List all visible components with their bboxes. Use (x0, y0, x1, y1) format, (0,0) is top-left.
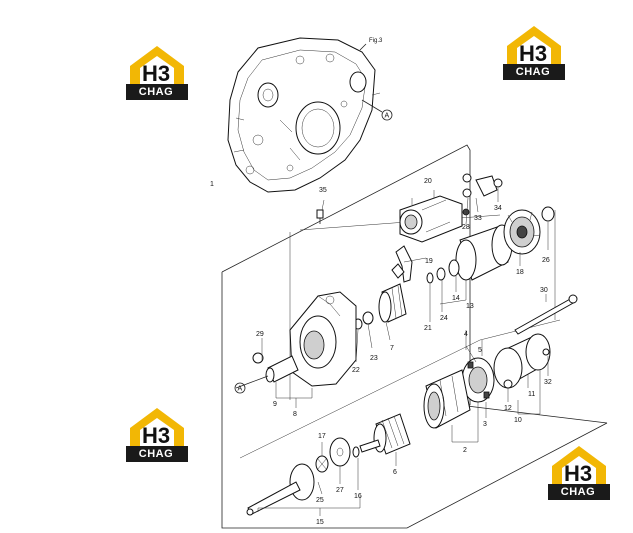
ring-23 (362, 311, 374, 325)
callout-17: 17 (318, 433, 326, 440)
arrow-marker-circle-bottom (234, 382, 246, 394)
gear-assembly-18 (503, 209, 541, 255)
callout-23: 23 (370, 355, 378, 362)
nut-29 (252, 352, 264, 364)
washer-26 (541, 206, 555, 222)
callout-33: 33 (474, 215, 482, 222)
callout-9: 9 (273, 401, 277, 408)
flange-25 (289, 463, 315, 501)
washer-12 (503, 379, 513, 389)
callout-18: 18 (516, 269, 524, 276)
ring-14 (448, 259, 460, 277)
clip-21 (426, 272, 434, 284)
frame-lower (221, 272, 608, 529)
brand-logo-top-right: H3 CHAG (501, 24, 567, 82)
brand-logo-chag: CHAG (515, 66, 551, 78)
callout-25: 25 (316, 497, 324, 504)
callout-20: 20 (424, 178, 432, 185)
rear-cover-11 (493, 333, 551, 389)
pinion-7 (378, 283, 407, 323)
washer-24 (436, 267, 446, 281)
brand-logo-h3: H3 (563, 461, 593, 486)
callout-30: 30 (540, 287, 548, 294)
callout-5: 5 (478, 347, 482, 354)
washer-27 (329, 437, 351, 467)
callout-16: 16 (354, 493, 362, 500)
callout-21: 21 (424, 325, 432, 332)
callout-14: 14 (452, 295, 460, 302)
nut-34 (493, 178, 503, 188)
callout-24: 24 (440, 315, 448, 322)
brand-logo-bottom-right: H3 CHAG (546, 444, 612, 502)
brand-logo-bottom-left: H3 CHAG (124, 406, 190, 464)
lever-19 (395, 245, 413, 283)
callout-11: 11 (528, 391, 535, 398)
brand-logo-h3: H3 (141, 423, 171, 448)
brand-logo-chag: CHAG (560, 486, 596, 498)
callout-3: 3 (483, 421, 487, 428)
armature-6 (359, 413, 411, 455)
callout-8: 8 (293, 411, 297, 418)
screw-32 (542, 348, 550, 356)
callout-26: 26 (542, 257, 550, 264)
callout-34: 34 (494, 205, 502, 212)
brand-logo-h3: H3 (141, 61, 171, 86)
bracket-33 (475, 175, 498, 197)
callout-32: 32 (544, 379, 552, 386)
brand-logo-top-left: H3 CHAG (124, 44, 190, 102)
arrow-marker-circle-top (381, 109, 393, 121)
brand-logo-chag: CHAG (138, 448, 174, 460)
clip-16 (352, 446, 360, 458)
flywheel-housing (227, 37, 381, 193)
yoke (455, 224, 513, 281)
brand-logo-chag: CHAG (138, 86, 174, 98)
brand-logo-h3: H3 (518, 41, 548, 66)
shaft-15 (247, 481, 301, 515)
washer-28 (462, 188, 472, 198)
callout-6: 6 (393, 469, 397, 476)
callout-labels: 20 19 35 18 26 14 24 21 13 7 23 22 29 9 … (210, 178, 552, 526)
arrow-marker-top: A (385, 113, 390, 120)
nut-28-top (462, 173, 472, 183)
callout-22: 22 (352, 367, 360, 374)
bolt-35 (316, 209, 324, 219)
arrow-marker-bottom: A (238, 386, 243, 393)
callout-27: 27 (336, 487, 344, 494)
callout-10: 10 (514, 417, 522, 424)
callout-4: 4 (464, 331, 468, 338)
figure-reference: Fig.3 (369, 38, 383, 44)
callout-29: 29 (256, 331, 264, 338)
callout-13: 13 (466, 303, 474, 310)
through-bolt-30 (514, 297, 576, 335)
field-coil-2 (423, 369, 471, 429)
callout-7: 7 (390, 345, 394, 352)
solenoid (399, 195, 470, 243)
callout-28: 28 (462, 224, 470, 231)
callout-35: 35 (319, 187, 327, 194)
callout-19: 19 (425, 258, 433, 265)
callout-12: 12 (504, 405, 512, 412)
front-housing-8 (289, 291, 357, 387)
callout-1: 1 (210, 181, 214, 188)
callout-15: 15 (316, 519, 324, 526)
callout-2: 2 (463, 447, 467, 454)
